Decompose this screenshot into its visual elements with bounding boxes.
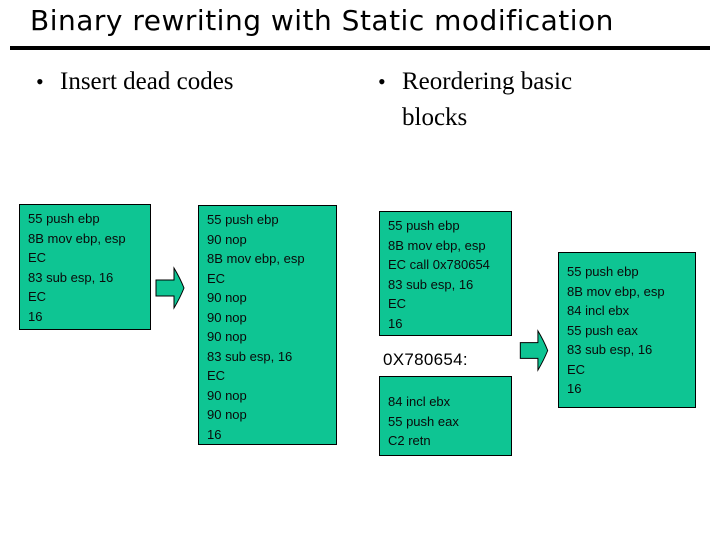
code-line: 55 push ebp xyxy=(567,264,639,279)
code-line: EC call 0x780654 xyxy=(388,257,490,272)
title-underline xyxy=(10,46,710,50)
code-line: 16 xyxy=(388,315,403,331)
code-line: 8B mov ebp, esp xyxy=(207,251,305,266)
code-line: EC xyxy=(388,296,407,311)
bullet-reordering-basic-blocks: • Reordering basic blocks xyxy=(378,64,620,136)
code-line: 8B mov ebp, esp xyxy=(28,230,126,246)
address-label: 0X780654: xyxy=(383,350,468,369)
code-line: 90 nop xyxy=(207,290,247,305)
code-line: EC xyxy=(207,270,226,286)
bullet-text-insert-dead-codes: Insert dead codes xyxy=(60,68,234,95)
code-line: 55 push ebp xyxy=(28,211,100,226)
code-line: 16 xyxy=(567,381,582,396)
code-line: 90 nop xyxy=(207,387,247,403)
code-line: EC xyxy=(207,368,226,383)
code-line: 16 xyxy=(207,426,222,442)
code-line: EC xyxy=(28,250,47,265)
slide-title: Binary rewriting with Static modificatio… xyxy=(30,4,614,37)
code-line: 55 push eax xyxy=(388,413,459,429)
bullet-dot: • xyxy=(36,69,44,94)
code-line: 90 nop xyxy=(207,309,247,325)
bullet-insert-dead-codes: • Insert dead codes xyxy=(36,64,320,100)
code-line: 90 nop xyxy=(207,407,247,422)
code-line: 83 sub esp, 16 xyxy=(207,348,293,364)
code-block-call-patched: 55 push ebp 8B mov ebp, esp EC call 0x7806… xyxy=(379,211,512,336)
code-line: 8B mov ebp, esp xyxy=(567,283,665,299)
code-block-relocated: 84 incl ebx 55 push eax C2 retn xyxy=(379,376,512,456)
code-line: 55 push ebp xyxy=(388,218,460,233)
code-line: 83 sub esp, 16 xyxy=(388,276,474,292)
bullet-dot: • xyxy=(378,69,386,94)
code-line: 90 nop xyxy=(207,231,247,247)
code-line: EC xyxy=(567,361,586,377)
code-line: 55 push eax xyxy=(567,322,638,338)
code-line: 55 push ebp xyxy=(207,212,279,227)
code-line: 83 sub esp, 16 xyxy=(567,342,653,357)
code-line: 83 sub esp, 16 xyxy=(28,269,114,285)
code-line: 84 incl ebx xyxy=(567,303,630,318)
code-line: 8B mov ebp, esp xyxy=(388,237,486,253)
code-line: 84 incl ebx xyxy=(388,394,451,409)
code-block-reordered: 55 push ebp 8B mov ebp, esp 84 incl ebx 55 … xyxy=(558,252,696,408)
transform-right-arrow-icon xyxy=(519,328,549,373)
bullet-text-reordering-basic-blocks: Reordering basic blocks xyxy=(402,68,573,131)
code-line: EC xyxy=(28,289,47,304)
transform-right-arrow-icon xyxy=(155,265,185,311)
code-line: C2 retn xyxy=(388,433,431,448)
code-line: 16 xyxy=(28,308,43,324)
code-line: 90 nop xyxy=(207,329,247,344)
